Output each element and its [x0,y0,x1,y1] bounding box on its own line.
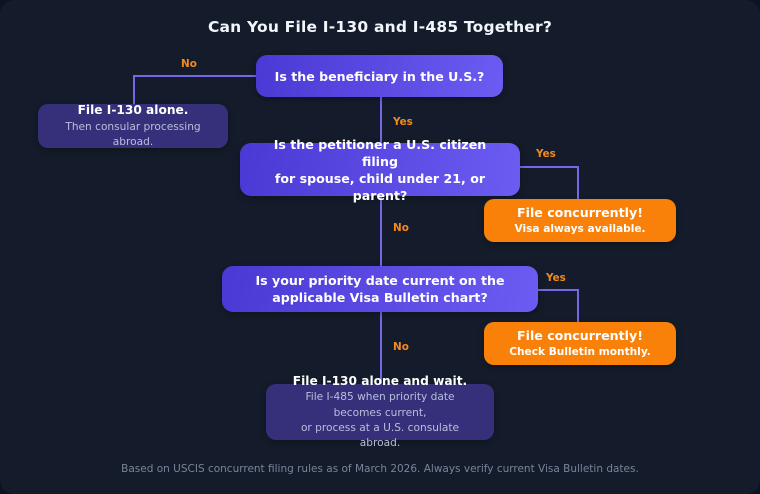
decision-node-immediate-relative[interactable]: Is the petitioner a U.S. citizen filing … [240,137,520,203]
connector-q3-yes-horizontal [537,289,579,291]
decision-node-beneficiary-location-text: Is the beneficiary in the U.S.? [274,68,485,84]
decision-node-priority-date-current-line1: Is your priority date current on the [255,273,505,288]
outcome-node-file-and-wait-sub-line1: File I-485 when priority date becomes cu… [305,391,455,419]
outcome-node-consular-processing-headline: File I-130 alone. [77,103,189,118]
decision-node-priority-date-current-line2: applicable Visa Bulletin chart? [272,290,488,305]
edge-label-q3-no: No [393,341,409,353]
connector-q3-yes-vertical [577,289,579,322]
decision-node-immediate-relative-line1: Is the petitioner a U.S. citizen filing [273,136,487,169]
edge-label-q2-no: No [393,222,409,234]
outcome-node-file-and-wait[interactable]: File I-130 alone and wait. File I-485 wh… [266,374,494,449]
outcome-node-file-concurrently-preference-sub: Check Bulletin monthly. [509,345,651,358]
outcome-node-consular-processing[interactable]: File I-130 alone. Then consular processi… [38,103,228,148]
outcome-node-consular-processing-sub: Then consular processing abroad. [65,120,201,148]
connector-q2-yes-vertical [577,166,579,199]
outcome-node-file-concurrently-preference-headline: File concurrently! [517,328,643,344]
connector-q1-no-horizontal [134,75,257,77]
page-title: Can You File I-130 and I-485 Together? [207,18,553,36]
outcome-node-file-concurrently-immediate-headline: File concurrently! [517,205,643,221]
outcome-node-file-concurrently-immediate-sub: Visa always available. [514,222,646,235]
connector-q3-no-trunk [380,312,382,384]
decision-node-priority-date-current[interactable]: Is your priority date current on the app… [222,266,538,312]
outcome-node-file-and-wait-sub-line2: or process at a U.S. consulate abroad. [300,421,460,449]
connector-q1-no-vertical [133,75,135,104]
outcome-node-file-concurrently-immediate[interactable]: File concurrently! Visa always available… [484,199,676,242]
edge-label-q1-yes: Yes [393,116,413,128]
connector-q1-yes-trunk [380,97,382,144]
outcome-node-file-and-wait-headline: File I-130 alone and wait. [292,374,468,389]
edge-label-q1-no: No [181,58,197,70]
edge-label-q3-yes: Yes [546,272,566,284]
edge-label-q2-yes: Yes [536,148,556,160]
connector-q2-no-trunk [380,196,382,266]
footer-disclaimer: Based on USCIS concurrent filing rules a… [121,463,639,475]
outcome-node-file-concurrently-preference[interactable]: File concurrently! Check Bulletin monthl… [484,322,676,365]
decision-node-immediate-relative-line2: for spouse, child under 21, or parent? [274,170,486,203]
connector-q2-yes-horizontal [519,166,579,168]
decision-node-beneficiary-location[interactable]: Is the beneficiary in the U.S.? [256,55,503,97]
